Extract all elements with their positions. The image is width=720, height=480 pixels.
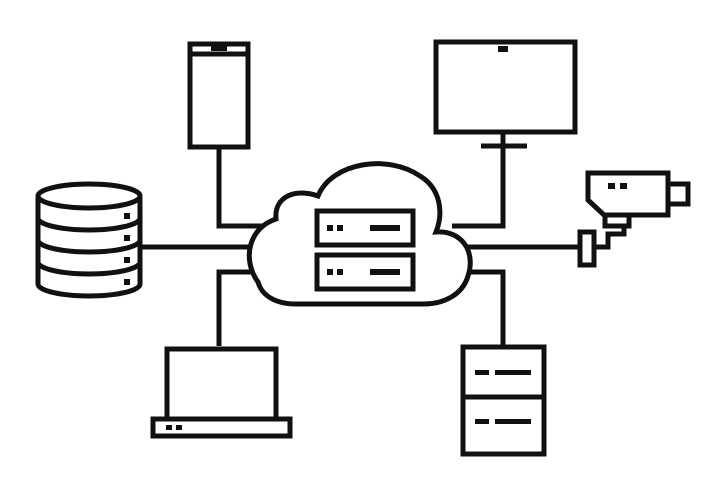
connector-phone (216, 148, 282, 229)
server-tower-icon (460, 344, 547, 457)
smartphone-icon (187, 41, 251, 150)
connector-server-tower (462, 269, 506, 346)
monitor-icon (433, 39, 578, 149)
server-stack-icon (314, 208, 416, 292)
connector-monitor (452, 132, 506, 229)
security-camera-icon (577, 170, 691, 268)
laptop-icon (150, 346, 293, 439)
database-icon (35, 181, 143, 299)
